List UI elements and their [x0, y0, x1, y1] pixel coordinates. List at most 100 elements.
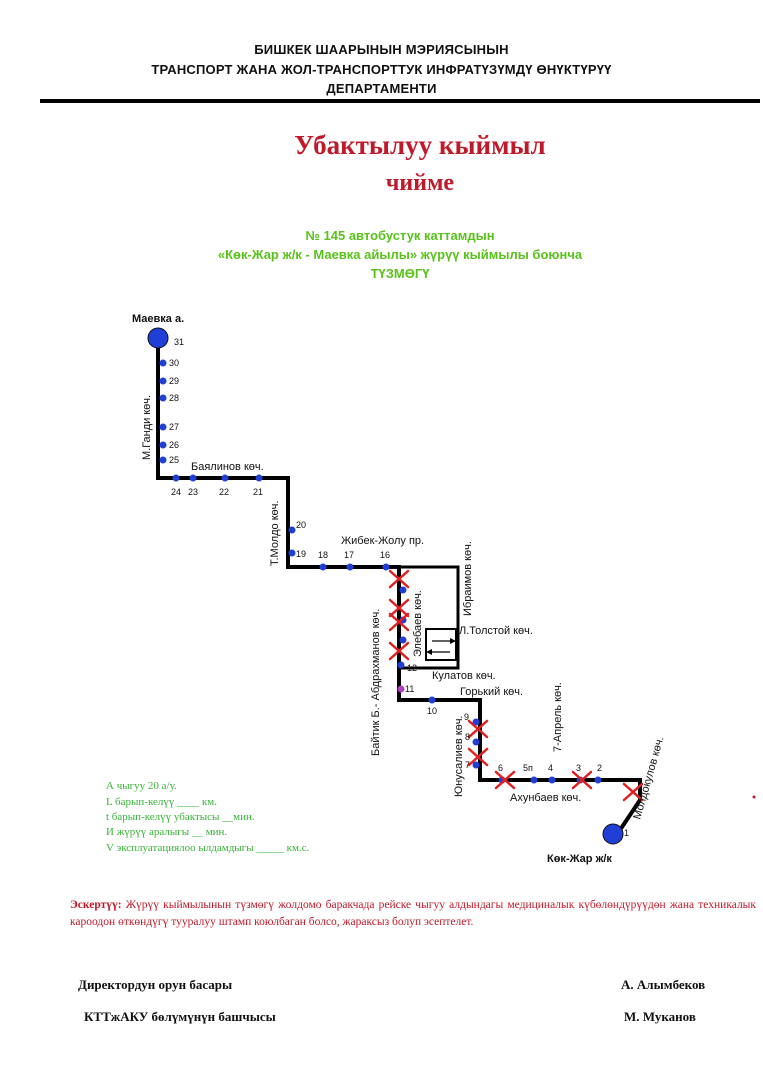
note-text: Жүрүү кыймылынын түзмөгү жолдомо баракча…	[70, 899, 756, 928]
street-kulatov: Кулатов көч.	[432, 670, 496, 682]
stop-label-28: 28	[169, 393, 179, 403]
stop-13	[399, 636, 407, 644]
street-bayalinov: Баялинов көч.	[191, 461, 264, 473]
street-ahunbaev: Ахунбаев көч.	[510, 792, 581, 804]
street-gorkiy: Горький көч.	[460, 686, 523, 698]
street-moldo: Т.Молдо көч.	[269, 501, 281, 566]
stray-mark	[752, 795, 756, 799]
header-line-1: БИШКЕК ШААРЫНЫН МЭРИЯСЫНЫН	[254, 42, 509, 57]
header-line-3: ДЕПАРТАМЕНТИ	[326, 81, 437, 96]
legend-line-3: t барып-келүү убактысы __мин.	[106, 811, 255, 823]
street-aprel: 7-Апрель көч.	[552, 682, 564, 752]
stop-30	[159, 359, 167, 367]
stop-12	[397, 661, 405, 669]
route-line	[156, 338, 642, 835]
stop-10	[428, 696, 436, 704]
stop-label-18: 18	[318, 550, 328, 560]
cancel-mark-3	[571, 770, 593, 790]
stop-16	[382, 563, 390, 571]
street-elebaev: Элебаев көч.	[412, 590, 424, 657]
stop-label-23: 23	[188, 487, 198, 497]
stop-29	[159, 377, 167, 385]
stop-label-25: 25	[169, 455, 179, 465]
terminal-start-label: Маевка а.	[132, 313, 184, 325]
subtitle-line-3: ТҮЗМӨГҮ	[370, 266, 430, 281]
signature-name-2: М. Муканов	[624, 1009, 696, 1024]
cancel-mark-13	[388, 641, 410, 661]
signature-name-1: А. Алымбеков	[621, 977, 706, 992]
subtitle-line-1: № 145 автобустук каттамдын	[305, 228, 495, 243]
stop-label-30: 30	[169, 358, 179, 368]
stop-24	[172, 474, 180, 482]
stop-label-12: 12	[407, 663, 417, 673]
stop-20	[288, 526, 296, 534]
street-gandi: М.Ганди көч.	[141, 395, 153, 460]
header-line-2: ТРАНСПОРТ ЖАНА ЖОЛ-ТРАНСПОРТТУК ИНФРАТҮЗ…	[151, 62, 612, 77]
stop-label-1: 1	[624, 828, 629, 838]
stop-label-5: 5п	[523, 763, 533, 773]
stop-18	[319, 563, 327, 571]
stop-label-7: 7	[465, 760, 470, 770]
stop-8	[472, 738, 480, 746]
street-ibraimov: Ибраимов көч.	[462, 541, 474, 616]
stop-label-20: 20	[296, 520, 306, 530]
stop-5	[530, 776, 538, 784]
street-abdrahmanov: Байтик Б.- Абдрахманов көч.	[370, 609, 382, 756]
cancel-mark-14a	[388, 598, 410, 618]
detour-line	[399, 565, 460, 670]
stop-label-17: 17	[344, 550, 354, 560]
header-divider	[40, 99, 760, 103]
stop-4	[548, 776, 556, 784]
tolstoy-arrowhead	[450, 638, 456, 644]
legend-line-2: L барып-келүү ____ км.	[106, 796, 217, 808]
stop-11	[397, 685, 405, 693]
page-title: Убактылуу кыймыл	[294, 130, 546, 160]
cancel-mark-14b	[388, 612, 410, 632]
note-label: Эскертүү:	[70, 899, 122, 911]
tolstoy-loop	[425, 628, 457, 661]
stop-label-27: 27	[169, 422, 179, 432]
stop-21	[255, 474, 263, 482]
street-yunusaliev: Юнусалиев көч.	[453, 716, 465, 797]
cancelled-marks	[388, 569, 644, 802]
stop-23	[189, 474, 197, 482]
stop-label-9: 9	[464, 712, 469, 722]
stop-label-11: 11	[405, 684, 414, 694]
stop-15	[399, 586, 407, 594]
cancel-mark-15	[388, 569, 410, 589]
stop-25	[159, 456, 167, 464]
legend-line-4: И жүрүү аралыгы __ мин.	[106, 826, 228, 838]
cancel-mark-1	[622, 782, 644, 802]
stop-label-26: 26	[169, 440, 179, 450]
stop-label-22: 22	[219, 487, 229, 497]
stop-9	[472, 718, 480, 726]
stop-label-16: 16	[380, 550, 390, 560]
stop-label-19: 19	[296, 549, 306, 559]
stop-2	[594, 776, 602, 784]
stop-22	[221, 474, 229, 482]
stop-19	[288, 549, 296, 557]
cancel-mark-7	[467, 747, 489, 767]
stop-label-21: 21	[253, 487, 263, 497]
tolstoy-arrowhead-2	[426, 649, 432, 655]
street-jibek: Жибек-Жолу пр.	[341, 535, 424, 547]
terminal-end-label: Көк-Жар ж/к	[547, 853, 612, 865]
stop-label-8: 8	[465, 732, 470, 742]
subtitle-line-2: «Көк-Жар ж/к - Маевка айылы» жүрүү кыймы…	[217, 247, 583, 262]
legend-line-5: V эксплуатациялоо ылдамдыгы _____ км.с.	[106, 842, 310, 854]
stop-label-29: 29	[169, 376, 179, 386]
note-paragraph: Эскертүү: Жүрүү кыймылынын түзмөгү жолдо…	[70, 897, 756, 931]
stop-label-4: 4	[548, 763, 553, 773]
stop-label-31: 31	[174, 337, 184, 347]
stop-28	[159, 394, 167, 402]
terminal-start	[147, 327, 169, 349]
stop-7	[472, 761, 480, 769]
stop-label-6: 6	[498, 763, 503, 773]
terminal-end	[602, 823, 624, 845]
street-tolstoy: Л.Толстой көч.	[459, 625, 533, 637]
cancel-mark-9	[467, 719, 489, 739]
cancel-mark-6	[494, 770, 516, 790]
signature-title-1: Директордун орун басары	[78, 977, 233, 992]
stop-label-3: 3	[576, 763, 581, 773]
